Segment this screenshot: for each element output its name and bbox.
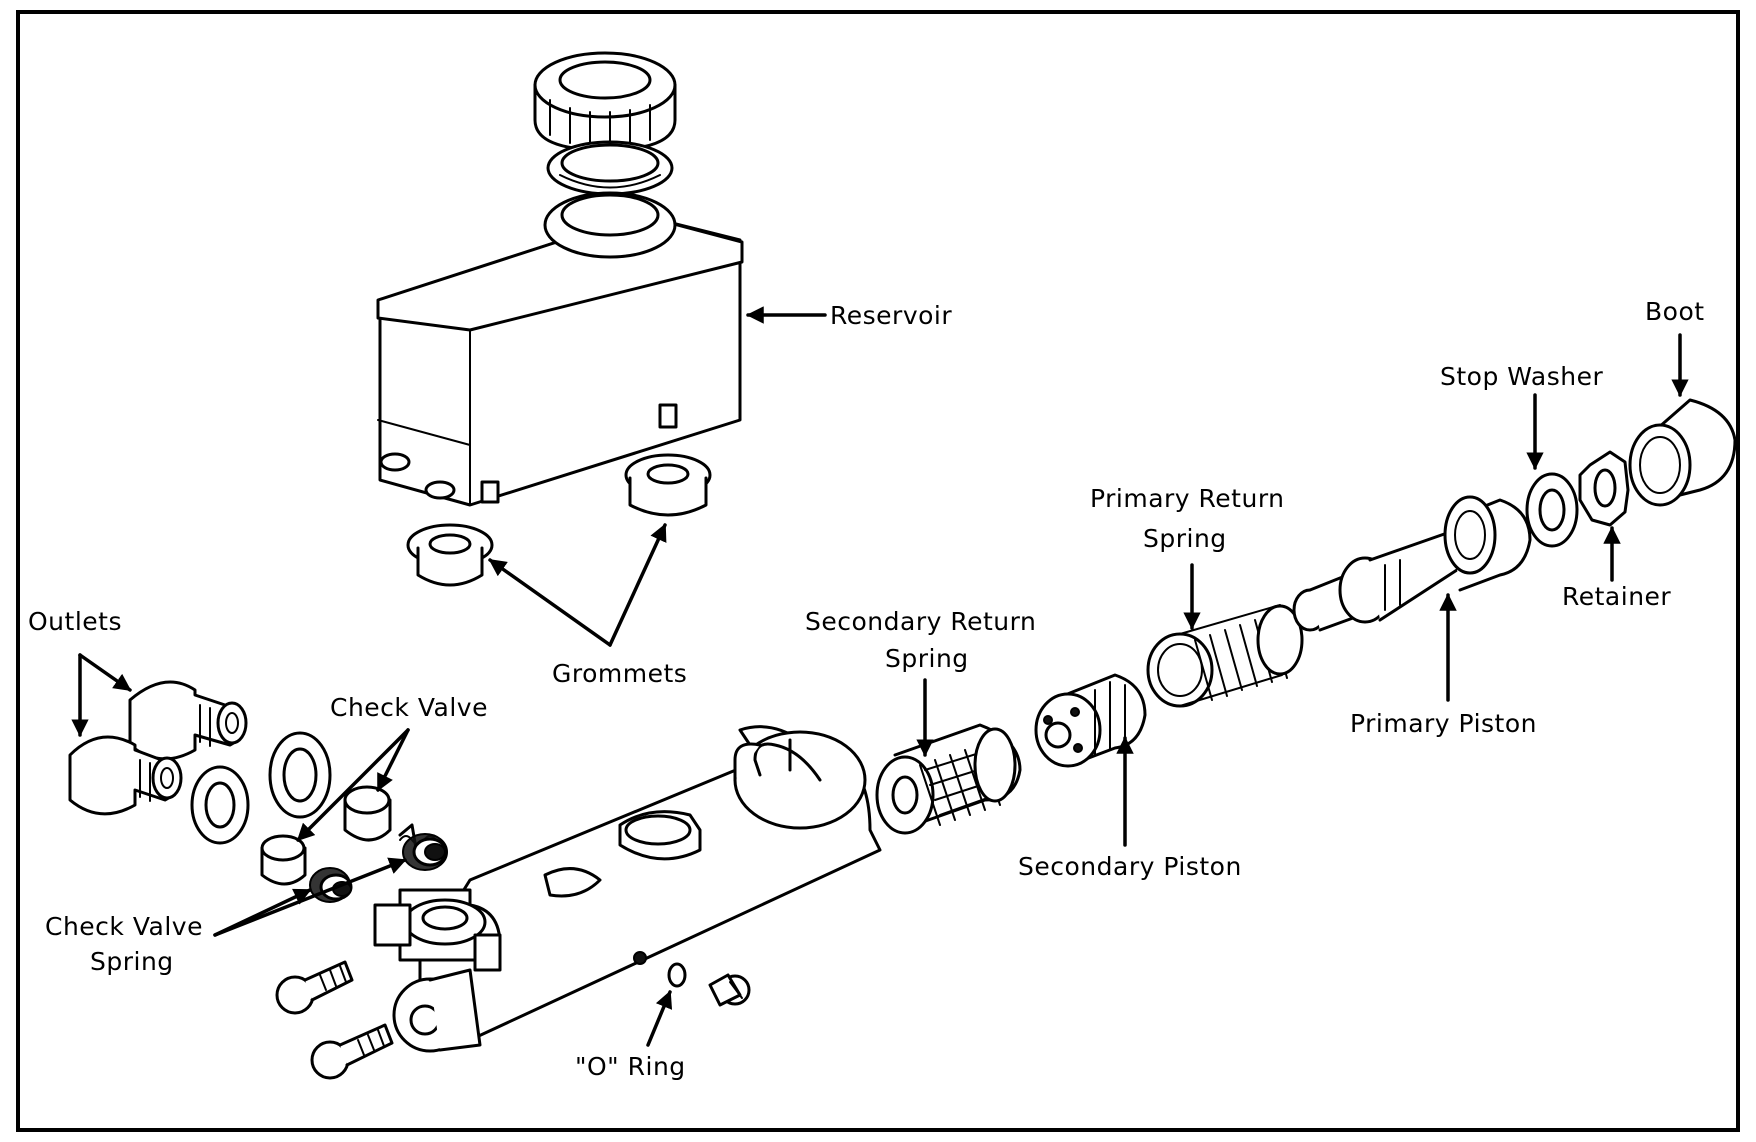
cap-seal bbox=[546, 140, 674, 196]
check-valve-leader-upper bbox=[376, 728, 410, 792]
secondary-piston-label: Secondary Piston bbox=[1018, 852, 1242, 881]
check-valve-spring-upper bbox=[398, 823, 448, 871]
outlet-upper bbox=[128, 680, 248, 761]
check-valve-label: Check Valve bbox=[330, 693, 488, 722]
stop-washer-label: Stop Washer bbox=[1440, 362, 1603, 391]
outlets-label: Outlets bbox=[28, 607, 122, 636]
grommets-label: Grommets bbox=[552, 659, 687, 688]
outlets-leader-upper bbox=[78, 653, 132, 692]
o-ring-leader bbox=[646, 990, 673, 1047]
retainer-part bbox=[1578, 450, 1630, 527]
bolt-lower bbox=[310, 1023, 394, 1080]
primary-return-spring-label-line2: Spring bbox=[1143, 524, 1227, 553]
grommets-leader-left bbox=[488, 558, 612, 647]
stop-washer-part bbox=[1525, 472, 1579, 548]
grommets-leader-right bbox=[608, 523, 667, 647]
master-cylinder-body bbox=[373, 725, 882, 1053]
secondary-return-spring-label-line1: Secondary Return bbox=[805, 607, 1036, 636]
grommet-right bbox=[624, 453, 712, 517]
reservoir-body bbox=[376, 191, 744, 507]
primary-return-spring-part bbox=[1146, 604, 1304, 708]
check-valve-upper bbox=[343, 785, 392, 842]
retainer-label: Retainer bbox=[1562, 582, 1671, 611]
outlet-lower bbox=[68, 735, 183, 816]
outlet-washer-large bbox=[268, 731, 332, 819]
check-valve-lower bbox=[260, 834, 307, 886]
bolt-upper bbox=[275, 960, 354, 1015]
primary-return-spring-label-line1: Primary Return bbox=[1090, 484, 1285, 513]
boot-label: Boot bbox=[1645, 297, 1705, 326]
reservoir-label: Reservoir bbox=[830, 301, 952, 330]
check-valve-spring-label-line1: Check Valve bbox=[45, 912, 203, 941]
check-valve-leader-lower bbox=[296, 728, 410, 842]
o-ring-part bbox=[667, 962, 687, 988]
outlet-washer-small bbox=[190, 765, 250, 845]
grommet-left bbox=[406, 523, 494, 587]
bleeder-screw bbox=[708, 973, 751, 1007]
primary-piston-part bbox=[1292, 495, 1532, 632]
secondary-return-spring-label-line2: Spring bbox=[885, 644, 969, 673]
boot-part bbox=[1628, 398, 1737, 507]
primary-piston-label: Primary Piston bbox=[1350, 709, 1537, 738]
check-valve-spring-leader-lower bbox=[213, 888, 312, 937]
reservoir-cap bbox=[533, 51, 677, 152]
o-ring-label: "O" Ring bbox=[575, 1052, 686, 1081]
check-valve-spring-label-line2: Spring bbox=[90, 947, 174, 976]
